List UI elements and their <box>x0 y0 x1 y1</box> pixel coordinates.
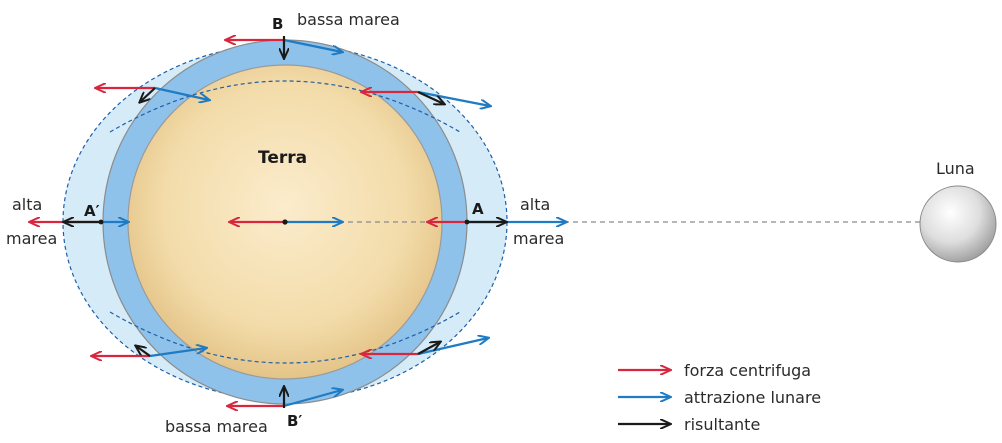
luna-label: Luna <box>936 159 975 178</box>
ll-lunar-arrow <box>149 348 206 358</box>
point-b-prime-label: B′ <box>287 412 302 430</box>
b-prime-lunar-arrow <box>283 390 342 408</box>
ll-resultant-arrow <box>136 346 151 357</box>
ur-resultant-arrow <box>417 91 444 104</box>
bulge-top-dash <box>109 80 461 133</box>
point-a-prime-label: A′ <box>84 202 100 220</box>
marea-left-label: marea <box>6 229 57 248</box>
ur-lunar-arrow <box>417 90 490 106</box>
lr-resultant-arrow <box>417 342 440 355</box>
legend-resultant-label: risultante <box>684 415 760 434</box>
legend: forza centrifuga attrazione lunare risul… <box>618 361 821 434</box>
lr-lunar-arrow <box>417 338 488 356</box>
bassa-marea-bottom-label: bassa marea <box>165 417 268 436</box>
point-a-dot <box>464 219 470 225</box>
bassa-marea-top-label: bassa marea <box>297 10 400 29</box>
alta-right-label: alta <box>520 195 550 214</box>
marea-right-label: marea <box>513 229 564 248</box>
bulge-bottom-dash <box>109 311 461 364</box>
point-b-label: B <box>272 15 283 33</box>
ul-lunar-arrow <box>154 86 209 100</box>
point-a-prime-dot <box>98 219 104 225</box>
ul-resultant-arrow <box>140 87 156 102</box>
legend-lunar-label: attrazione lunare <box>684 388 821 407</box>
terra-label: Terra <box>258 148 307 168</box>
moon <box>919 185 997 263</box>
alta-left-label: alta <box>12 195 42 214</box>
legend-centrifugal-label: forza centrifuga <box>684 361 811 380</box>
point-a-label: A <box>472 200 484 218</box>
earth-centre-point <box>282 219 288 225</box>
b-lunar-arrow <box>283 38 342 52</box>
